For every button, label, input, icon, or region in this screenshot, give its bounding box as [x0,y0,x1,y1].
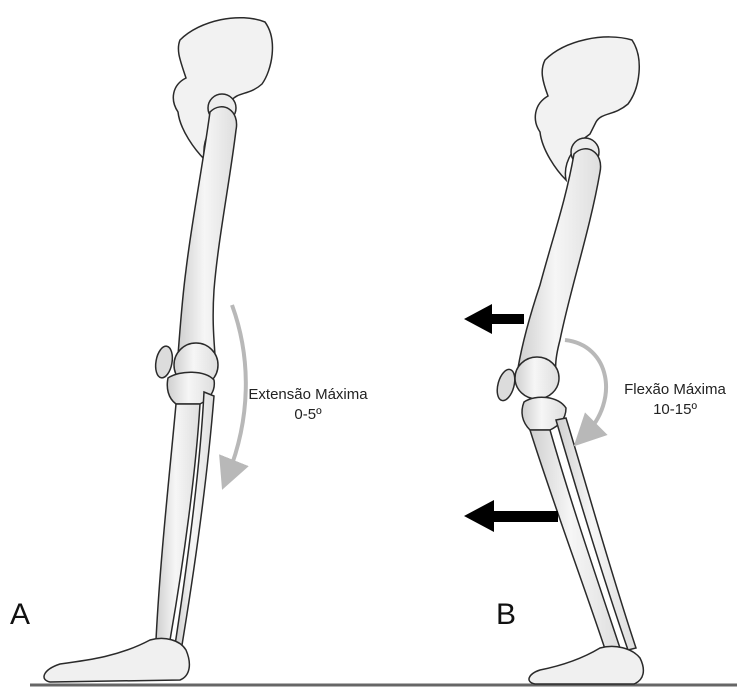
femoral-condyle-b [515,357,559,399]
force-arrow-lower [464,500,558,532]
flexion-arc-arrow [565,340,606,435]
femur-a [178,107,237,355]
caption-a-title: Extensão Máxima [248,385,368,405]
caption-b-title: Flexão Máxima [615,380,735,400]
caption-a-range: 0-5º [248,405,368,425]
foot-b [529,646,643,684]
leg-a-extension [44,18,272,682]
caption-b: Flexão Máxima 10-15º [615,380,735,420]
femur-b [518,149,601,372]
foot-a [44,638,189,682]
patella-b [494,367,518,402]
extension-arc-arrow [228,305,246,475]
leg-b-flexion [494,37,643,684]
caption-b-range: 10-15º [615,400,735,420]
force-arrow-upper [464,304,524,334]
patella-a [153,345,174,379]
panel-letter-a: A [10,598,30,632]
panel-letter-b: B [496,598,516,632]
caption-a: Extensão Máxima 0-5º [248,385,368,425]
